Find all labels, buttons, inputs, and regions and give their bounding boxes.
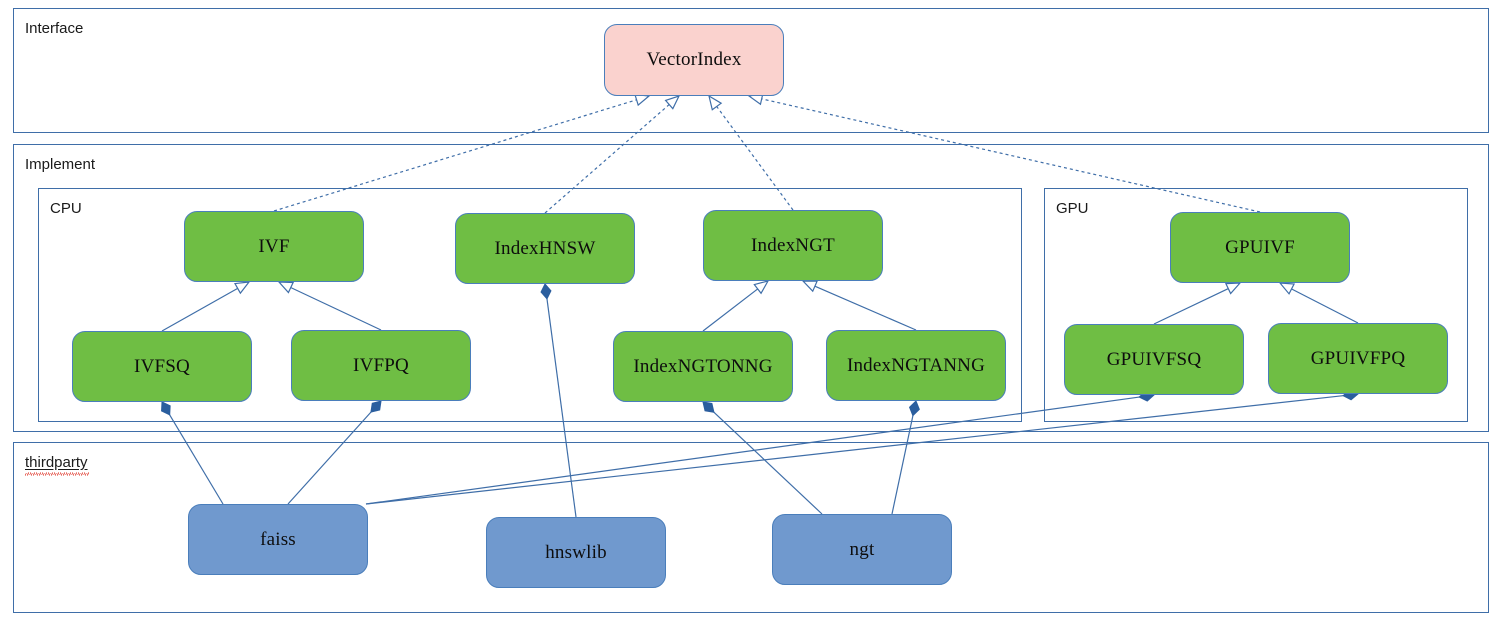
node-label: IndexNGT [751,234,835,256]
node-indexhnsw[interactable]: IndexHNSW [455,213,635,284]
node-indexngt[interactable]: IndexNGT [703,210,883,281]
node-ivf[interactable]: IVF [184,211,364,282]
node-label: faiss [260,528,296,550]
group-label-implement: Implement [25,156,96,173]
node-gpuivf[interactable]: GPUIVF [1170,212,1350,283]
node-label: IVFSQ [134,355,190,377]
group-label-gpu: GPU [1056,200,1089,217]
node-ngt[interactable]: ngt [772,514,952,585]
group-label-interface: Interface [25,20,84,37]
node-label: VectorIndex [646,49,742,70]
group-label-thirdparty: thirdparty [25,454,88,471]
node-ivfpq[interactable]: IVFPQ [291,330,471,401]
node-label: IVFPQ [353,354,409,376]
node-indexngtonng[interactable]: IndexNGTONNG [613,331,793,402]
node-faiss[interactable]: faiss [188,504,368,575]
node-label: GPUIVFPQ [1310,347,1406,369]
node-label: IVF [258,235,290,257]
node-gpuivfpq[interactable]: GPUIVFPQ [1268,323,1448,394]
node-label: GPUIVF [1225,236,1295,258]
node-label: ngt [849,538,875,560]
node-label: hnswlib [545,541,607,563]
node-label: IndexNGTANNG [846,354,986,376]
node-label: IndexNGTONNG [633,355,773,377]
node-hnswlib[interactable]: hnswlib [486,517,666,588]
node-gpuivfsq[interactable]: GPUIVFSQ [1064,324,1244,395]
node-vectorindex[interactable]: VectorIndex [604,24,784,96]
node-label: IndexHNSW [494,237,596,259]
node-ivfsq[interactable]: IVFSQ [72,331,252,402]
group-label-cpu: CPU [50,200,82,217]
node-label: GPUIVFSQ [1106,348,1202,370]
node-indexngtanng[interactable]: IndexNGTANNG [826,330,1006,401]
